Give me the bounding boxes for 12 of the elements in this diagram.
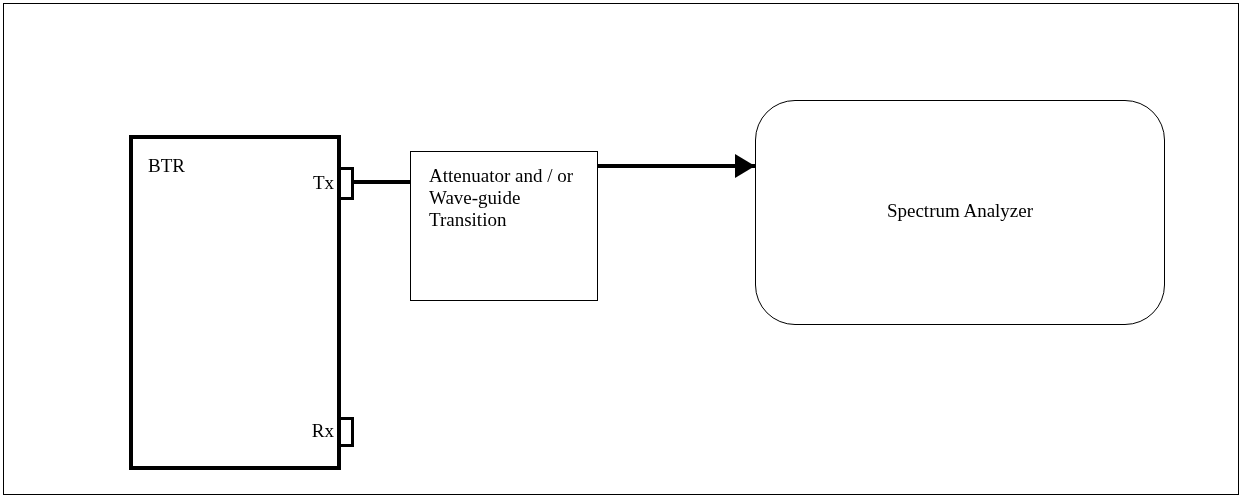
device-box [129,135,341,470]
node-label: Spectrum Analyzer [885,199,1035,222]
port-box [338,417,354,447]
connector-line [354,180,410,184]
port-label: Rx [311,420,334,442]
port-box [338,167,354,200]
node-label: BTR [148,155,185,177]
rounded-box [755,100,1165,325]
arrow [598,154,755,178]
port-label: Tx [312,171,334,194]
node-label: Attenuator and / or Wave-guide Transition [429,165,575,231]
process-box [410,151,598,301]
